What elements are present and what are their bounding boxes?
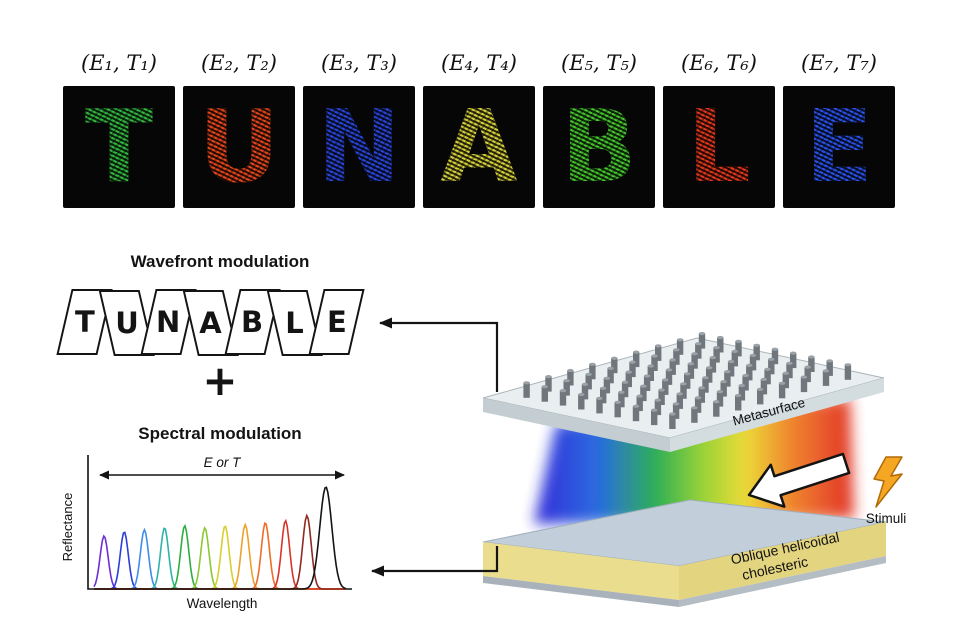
card-letter: U <box>114 306 139 340</box>
hologram-column: (E₃, T₃) N <box>303 40 415 208</box>
black-peak <box>94 486 347 590</box>
hologram-column: (E₅, T₅) B <box>543 40 655 208</box>
hologram-letter: U <box>198 88 280 205</box>
card-letter: L <box>285 306 304 340</box>
hologram-image: E <box>783 86 895 208</box>
hologram-column: (E₄, T₄) A <box>423 40 535 208</box>
metasurface-top-face <box>482 337 885 439</box>
e-or-t-annotation: E or T <box>204 455 243 470</box>
hologram-letter: E <box>804 88 874 205</box>
stimuli-label: Stimuli <box>866 511 907 526</box>
tunable-card-strip: T U N A B L E <box>56 289 365 356</box>
cholesteric-top-face <box>482 499 887 567</box>
cholesteric-bottom-rim-left <box>483 576 679 607</box>
state-label: (E₇, T₇) <box>801 51 877 75</box>
state-label: (E₅, T₅) <box>561 51 637 75</box>
cholesteric-label-line2: cholesteric <box>741 553 810 583</box>
card-letter: B <box>241 305 264 339</box>
wavefront-modulation-label: Wavefront modulation <box>130 252 310 271</box>
hologram-column: (E₂, T₂) U <box>183 40 295 208</box>
metasurface-right-side <box>670 378 884 452</box>
spectral-plot: E or T Reflectance Wavelength <box>60 455 352 611</box>
metasurface-label: Metasurface <box>731 395 807 429</box>
hologram-letter: B <box>560 88 638 205</box>
lightning-bolt-icon <box>873 456 903 508</box>
hologram-image: B <box>543 86 655 208</box>
x-axis-label: Wavelength <box>187 596 258 611</box>
hologram-image: L <box>663 86 775 208</box>
arrow-to-wavefront <box>379 317 499 392</box>
hologram-column: (E₆, T₆) L <box>663 40 775 208</box>
card-letter: N <box>156 305 181 339</box>
cholesteric-front-right-face <box>679 522 886 600</box>
metasurface-3d: Metasurface <box>482 332 885 452</box>
letter-card: E <box>308 289 365 355</box>
hologram-column: (E₇, T₇) E <box>783 40 895 208</box>
incident-light-arrow <box>747 452 851 508</box>
y-axis-label: Reflectance <box>60 493 75 562</box>
hologram-image: U <box>183 86 295 208</box>
hologram-column: (E₁, T₁) T <box>63 40 175 208</box>
hologram-image: A <box>423 86 535 208</box>
metasurface-left-side <box>483 398 670 452</box>
hologram-letter: T <box>84 88 154 205</box>
hologram-image: N <box>303 86 415 208</box>
state-label: (E₄, T₄) <box>441 51 517 75</box>
plus-sign: + <box>202 356 238 405</box>
card-letter: E <box>326 305 347 339</box>
hologram-letter: L <box>687 88 751 205</box>
hologram-image: T <box>63 86 175 208</box>
cholesteric-3d: Oblique helicoidal cholesteric <box>482 499 887 607</box>
cholesteric-label-line1: Oblique helicoidal <box>729 529 840 568</box>
state-label: (E₁, T₁) <box>81 51 157 75</box>
cholesteric-front-left-face <box>483 542 679 600</box>
spectral-modulation-label: Spectral modulation <box>138 424 302 443</box>
hologram-letter: A <box>440 88 518 205</box>
state-label: (E₆, T₆) <box>681 51 757 75</box>
state-label: (E₂, T₂) <box>201 51 277 75</box>
hologram-row: (E₁, T₁) T (E₂, T₂) U (E₃, T₃) N (E₄, T₄… <box>63 40 895 208</box>
state-label: (E₃, T₃) <box>321 51 397 75</box>
nanopillar-array <box>523 332 852 429</box>
hologram-letter: N <box>317 88 401 205</box>
card-letter: T <box>74 305 95 339</box>
card-letter: A <box>199 306 222 340</box>
spectral-curves <box>93 486 347 590</box>
rainbow-light-beam <box>534 398 854 524</box>
cholesteric-bottom-rim-right <box>679 556 886 607</box>
arrow-to-spectrum <box>371 546 499 577</box>
